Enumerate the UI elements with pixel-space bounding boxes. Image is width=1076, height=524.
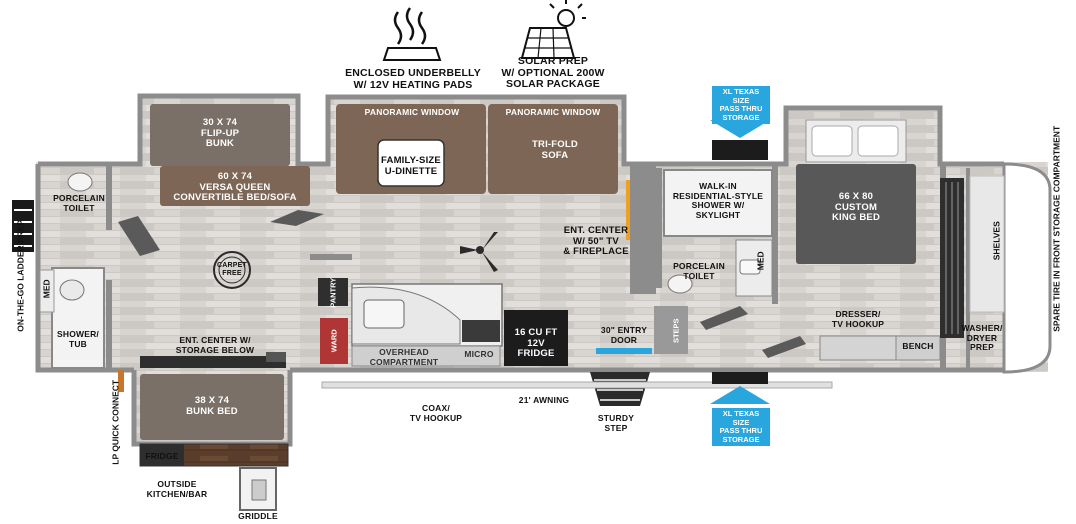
bench	[895, 335, 941, 361]
bunk-bed-label: 38 X 74 BUNK BED	[186, 395, 238, 417]
griddle-label: GRIDDLE	[238, 511, 278, 521]
walk-in-shower	[663, 169, 773, 237]
outside-kitchen-label: OUTSIDE KITCHEN/BAR	[146, 479, 208, 499]
fridge-label: 16 CU FT 12V FRIDGE	[514, 327, 558, 359]
king-bed	[796, 164, 916, 264]
versa-bed-label: 60 X 74 VERSA QUEEN CONVERTIBLE BED/SOFA	[173, 171, 297, 203]
med-bath-label: MED	[755, 251, 766, 271]
rear-toilet	[67, 172, 93, 192]
bench-label: BENCH	[902, 341, 934, 351]
door-panel-left	[270, 210, 324, 226]
steps-label: STEPS	[671, 318, 681, 344]
entry-door-label: 30" ENTRY DOOR	[600, 325, 648, 345]
rear-ent-center	[140, 356, 286, 368]
rear-toilet-label: PORCELAIN TOILET	[53, 193, 105, 213]
dinette-table	[377, 139, 445, 187]
spare-tire-label: SPARE TIRE IN FRONT STORAGE COMPARTMENT	[1051, 125, 1062, 332]
dresser	[819, 335, 897, 361]
washer-dryer	[969, 175, 1005, 313]
pantry	[318, 278, 348, 306]
storage-label-bottom: XL TEXAS SIZE PASS THRU STORAGE	[712, 408, 770, 446]
fireplace-label: ENT. CENTER W/ 50" TV & FIREPLACE	[563, 225, 629, 257]
rear-ent-panel	[118, 216, 160, 256]
overhead-compartment	[351, 345, 501, 367]
king-bed-label: 66 X 80 CUSTOM KING BED	[831, 191, 881, 223]
ladder-label: ON-THE-GO LADDER PREP	[15, 219, 26, 332]
front-cap	[1002, 162, 1052, 374]
shelves-label: SHELVES	[991, 221, 1002, 261]
microwave	[462, 320, 500, 342]
bath-sink	[739, 259, 761, 275]
rear-sink	[59, 279, 85, 301]
sturdy-step	[590, 372, 650, 406]
panoramic-window-2-label: PANORAMIC WINDOW	[505, 107, 601, 117]
overhead-label: OVERHEAD COMPARTMENT	[369, 347, 439, 367]
heating-pads-icon	[382, 7, 442, 61]
med-cabinet-rear	[39, 269, 55, 313]
bath-door	[700, 306, 748, 330]
med-rear-label: MED	[41, 279, 52, 299]
sturdy-step-label: STURDY STEP	[597, 413, 635, 433]
outside-fridge	[140, 444, 184, 466]
bedroom-door	[762, 336, 806, 358]
entry-door	[596, 348, 652, 354]
solar-panel-icon	[520, 0, 586, 59]
ladder-icon	[12, 200, 34, 252]
wardrobe	[320, 318, 348, 364]
storage-arrow-top	[710, 120, 770, 138]
fridge	[504, 310, 568, 366]
micro-label: MICRO	[464, 349, 494, 359]
interior-steps	[654, 306, 688, 354]
flip-bunk-label: 30 X 74 FLIP-UP BUNK	[200, 117, 240, 149]
ward-label: WARD	[329, 329, 339, 353]
rear-ent-label: ENT. CENTER W/ STORAGE BELOW	[175, 335, 255, 355]
exterior-walls	[35, 93, 1004, 447]
washer-label: WASHER/ DRYER PREP	[961, 323, 1003, 352]
dresser-label: DRESSER/ TV HOOKUP	[831, 309, 885, 329]
bath-toilet-label: PORCELAIN TOILET	[673, 261, 725, 281]
lp-quick-label: LP QUICK CONNECT	[110, 379, 121, 465]
underbelly-label: ENCLOSED UNDERBELLY W/ 12V HEATING PADS	[345, 67, 481, 91]
shower-tub-label: SHOWER/ TUB	[56, 329, 99, 349]
tri-fold-sofa	[488, 104, 618, 194]
awning-label: 21' AWNING	[518, 395, 570, 405]
ceiling-fan-icon	[460, 232, 498, 272]
awning	[321, 381, 833, 389]
pantry-label: PANTRY	[328, 277, 338, 308]
ent-center-fireplace	[630, 166, 656, 294]
panoramic-window-1-label: PANORAMIC WINDOW	[364, 107, 460, 117]
storage-door-bottom	[712, 372, 768, 384]
solar-label: SOLAR PREP W/ OPTIONAL 200W SOLAR PACKAG…	[501, 55, 605, 90]
bath-toilet	[667, 274, 693, 294]
shower-label: WALK-IN RESIDENTIAL-STYLE SHOWER W/ SKYL…	[672, 181, 764, 220]
kitchen-sink	[363, 299, 405, 329]
bottom-bunk-bed	[140, 374, 284, 440]
lp-connector	[118, 370, 124, 392]
carpet-free-icon	[213, 251, 251, 289]
sofa-label: TRI-FOLD SOFA	[532, 139, 578, 161]
rear-step	[266, 352, 286, 362]
outside-fridge-label: FRIDGE	[145, 451, 179, 461]
storage-door-top	[712, 140, 768, 160]
versa-bed	[160, 166, 310, 206]
storage-arrow-bottom	[710, 386, 770, 404]
carpet-free-label: CARPET FREE	[217, 262, 247, 277]
coax-label: COAX/ TV HOOKUP	[409, 403, 463, 423]
flip-up-bunk	[150, 104, 290, 166]
dinette-label: FAMILY-SIZE U-DINETTE	[381, 155, 441, 177]
storage-label-top: XL TEXAS SIZE PASS THRU STORAGE	[712, 86, 770, 124]
